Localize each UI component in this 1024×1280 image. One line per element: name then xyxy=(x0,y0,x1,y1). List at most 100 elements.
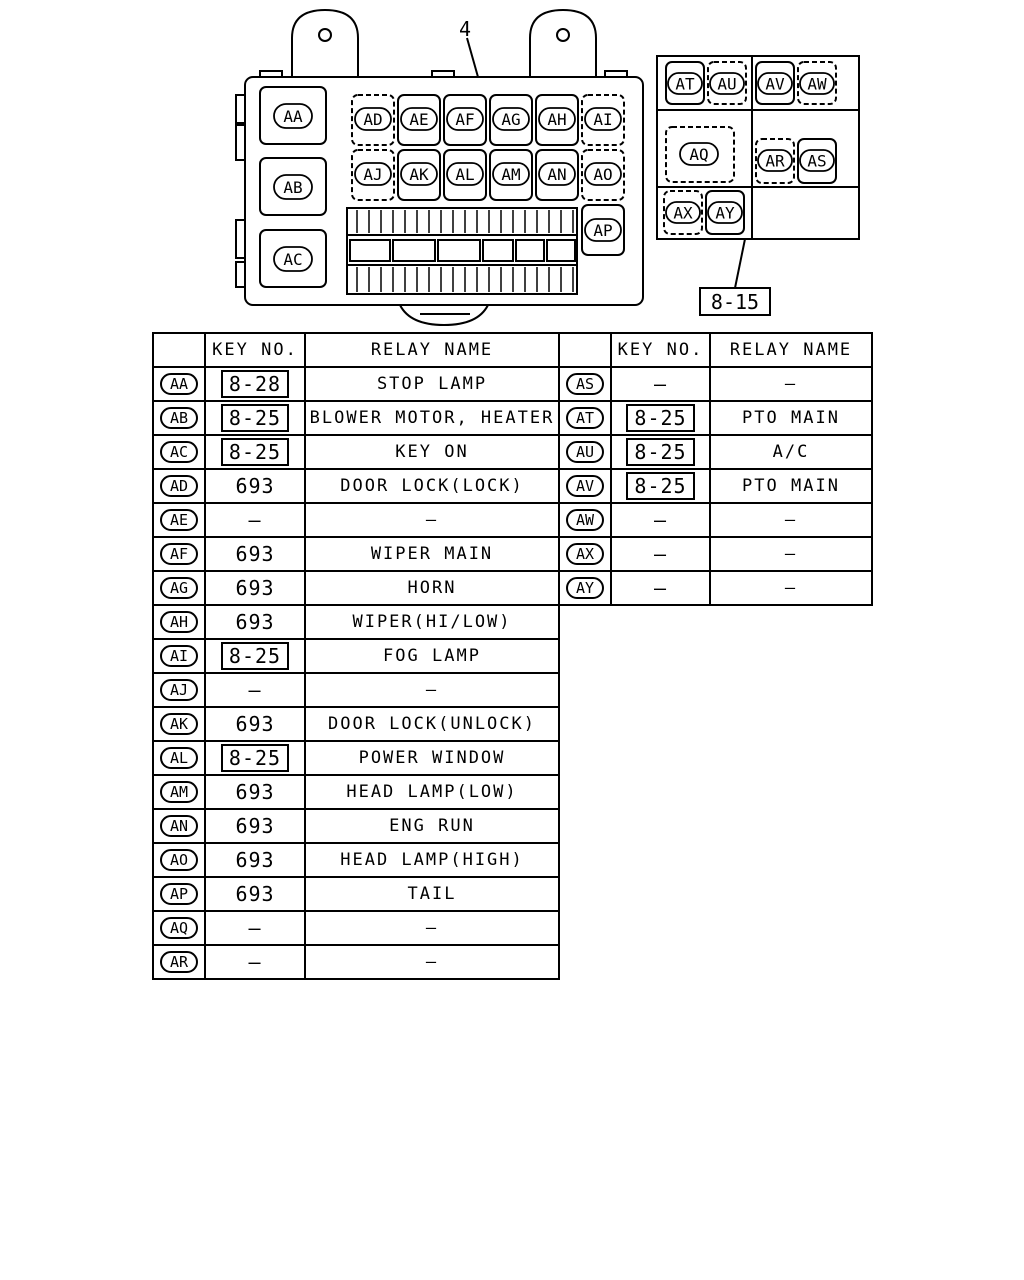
relay-name-cell: PTO MAIN xyxy=(709,468,873,504)
key-no: — xyxy=(653,372,668,396)
relay-code-cell: AO xyxy=(152,842,206,878)
relay-code-badge: AV xyxy=(566,475,604,497)
relay-name: A/C xyxy=(772,442,810,462)
relay-socket xyxy=(665,126,735,183)
key-no-boxed: 8-25 xyxy=(220,744,290,772)
relay-label: AQ xyxy=(689,145,708,164)
relay-name: — xyxy=(784,544,798,564)
relay-code-badge: AW xyxy=(566,509,604,531)
relay-name: — xyxy=(425,680,439,700)
relay-label-oval xyxy=(679,142,719,166)
table-header-row: KEY NO. RELAY NAME xyxy=(558,332,873,368)
relay-code-badge: AT xyxy=(566,407,604,429)
relay-label: AV xyxy=(765,75,785,94)
table-row: AW—— xyxy=(558,502,873,538)
relay-code-badge: AJ xyxy=(160,679,198,701)
relay-label-oval xyxy=(709,72,745,95)
relay-label: AO xyxy=(593,165,612,184)
relay-name: ENG RUN xyxy=(389,816,475,836)
relay-label: AK xyxy=(409,165,429,184)
callout-ref: 8-15 xyxy=(711,290,759,314)
relay-code-cell: AG xyxy=(152,570,206,606)
relay-socket xyxy=(351,149,395,201)
key-no: 693 xyxy=(235,780,275,804)
relay-code-badge: AL xyxy=(160,747,198,769)
relay-label-oval xyxy=(492,107,530,131)
relay-code-cell: AJ xyxy=(152,672,206,708)
relay-code-badge: AN xyxy=(160,815,198,837)
relay-socket xyxy=(797,61,837,105)
key-no: — xyxy=(653,542,668,566)
relay-code-cell: AF xyxy=(152,536,206,572)
relay-code-cell: AM xyxy=(152,774,206,810)
key-no: — xyxy=(653,576,668,600)
key-no: — xyxy=(248,916,262,940)
key-no-cell: — xyxy=(204,944,306,980)
relay-name-cell: FOG LAMP xyxy=(304,638,560,674)
relay-code-cell: AD xyxy=(152,468,206,504)
relay-code-badge: AF xyxy=(160,543,198,565)
header-code xyxy=(558,332,612,368)
relay-name-cell: STOP LAMP xyxy=(304,366,560,402)
relay-label: AN xyxy=(547,165,566,184)
relay-name: — xyxy=(425,918,439,938)
header-relay-name: RELAY NAME xyxy=(709,332,873,368)
relay-label-oval xyxy=(757,72,793,95)
relay-label-oval xyxy=(799,149,835,172)
relay-code-badge: AA xyxy=(160,373,198,395)
relay-socket xyxy=(443,94,487,146)
relay-code-cell: AS xyxy=(558,366,612,402)
relay-label-oval xyxy=(665,201,701,224)
key-no-cell: 8-28 xyxy=(204,366,306,402)
key-no-boxed: 8-25 xyxy=(220,642,290,670)
key-no: 693 xyxy=(235,814,275,838)
key-no-boxed: 8-28 xyxy=(220,370,290,398)
key-no-cell: 693 xyxy=(204,876,306,912)
relay-socket xyxy=(755,61,795,105)
key-no: 693 xyxy=(235,474,275,498)
relay-socket xyxy=(489,149,533,201)
relay-code-badge: AH xyxy=(160,611,198,633)
relay-label-oval xyxy=(400,162,438,186)
relay-label-oval xyxy=(757,149,793,172)
table-row: AR—— xyxy=(152,944,560,980)
relay-code-cell: AQ xyxy=(152,910,206,946)
relay-name-cell: — xyxy=(709,536,873,572)
key-no: 693 xyxy=(235,712,275,736)
relay-name-cell: WIPER MAIN xyxy=(304,536,560,572)
relay-label-oval xyxy=(273,103,313,129)
relay-socket xyxy=(581,204,625,256)
relay-label: AF xyxy=(455,110,474,129)
relay-socket xyxy=(581,94,625,146)
header-key-no: KEY NO. xyxy=(610,332,711,368)
relay-code-cell: AI xyxy=(152,638,206,674)
relay-code-cell: AX xyxy=(558,536,612,572)
table-row: AQ — — xyxy=(152,910,560,946)
relay-label: AC xyxy=(283,250,302,269)
relay-name-cell: PTO MAIN xyxy=(709,400,873,436)
relay-name: FOG LAMP xyxy=(383,646,481,666)
relay-socket xyxy=(705,190,745,235)
relay-name: HEAD LAMP(LOW) xyxy=(346,782,518,802)
relay-label: AW xyxy=(807,75,827,94)
key-no-cell: — xyxy=(204,672,306,708)
key-no-cell: — xyxy=(610,366,711,402)
relay-socket xyxy=(259,86,327,145)
relay-code-cell: AE xyxy=(152,502,206,538)
relay-code-cell: AT xyxy=(558,400,612,436)
key-no-cell: 693 xyxy=(204,468,306,504)
relay-code-badge: AD xyxy=(160,475,198,497)
relay-socket xyxy=(259,157,327,216)
relay-code-cell: AH xyxy=(152,604,206,640)
relay-name-cell: — xyxy=(709,502,873,538)
relay-code-cell: AN xyxy=(152,808,206,844)
relay-socket xyxy=(351,94,395,146)
relay-label-oval xyxy=(667,72,703,95)
relay-name: — xyxy=(784,578,798,598)
